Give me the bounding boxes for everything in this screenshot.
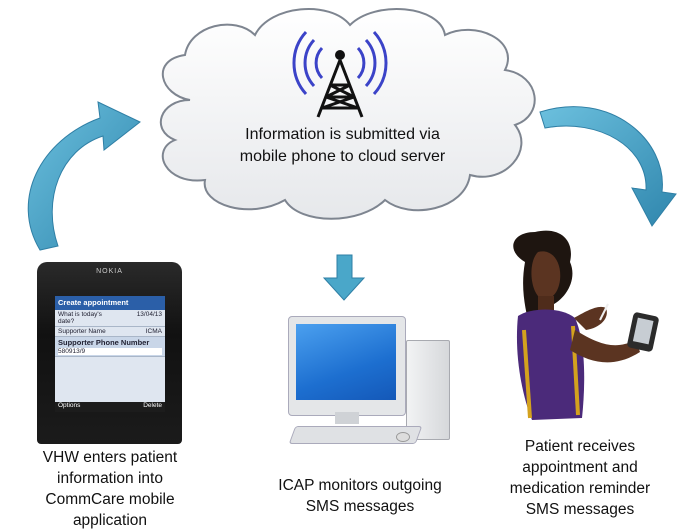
phone-field-label: Supporter Phone Number (58, 338, 150, 347)
antenna-icon (292, 30, 388, 118)
monitor-screen (296, 324, 396, 400)
cloud-label-line: mobile phone to cloud server (239, 148, 446, 165)
caption-line: ICAP monitors outgoing (278, 477, 442, 494)
caption-right: Patient receives appointment and medicat… (490, 436, 670, 520)
phone-softkeys: Options Delete (55, 402, 165, 412)
phone-icon: NOKIA Create appointment What is today's… (37, 262, 182, 444)
caption-center: ICAP monitors outgoing SMS messages (265, 475, 455, 517)
mouse (396, 432, 410, 442)
cloud-icon (159, 8, 536, 220)
monitor-stand (335, 412, 359, 424)
patient-icon (513, 230, 659, 420)
caption-left: VHW enters patient information into Comm… (20, 447, 200, 531)
phone-field: Supporter Phone Number 580913/9 (55, 337, 165, 357)
caption-line: VHW enters patient (42, 449, 178, 466)
computer-tower (406, 340, 450, 440)
cloud-label: Information is submitted via mobile phon… (205, 124, 480, 168)
phone-field: Supporter Name ICMA (55, 327, 165, 337)
options-softkey: Options (58, 402, 81, 409)
curved-arrow-icon (27, 101, 141, 251)
cloud-label-line: Information is submitted via (245, 126, 440, 143)
phone-field: What is today's date? 13/04/13 (55, 310, 165, 327)
phone-screen-title: Create appointment (55, 296, 165, 310)
phone-field-label: Supporter Name (58, 328, 106, 335)
caption-line: SMS messages (525, 501, 635, 518)
delete-softkey: Delete (143, 402, 162, 409)
phone-field-value: ICMA (145, 328, 162, 335)
caption-line: Patient receives (524, 438, 636, 455)
caption-line: medication reminder (509, 480, 651, 497)
curved-arrow-icon (539, 106, 677, 227)
caption-line: SMS messages (305, 498, 415, 515)
phone-screen: Create appointment What is today's date?… (55, 296, 165, 412)
phone-field-label: What is today's date? (58, 311, 102, 325)
caption-line: information into (57, 470, 163, 487)
caption-line: appointment and (522, 459, 638, 476)
down-arrow-icon (322, 254, 366, 301)
monitor (288, 316, 406, 416)
caption-line: CommCare mobile (45, 491, 175, 508)
phone-brand: NOKIA (96, 268, 123, 275)
phone-field-value: 13/04/13 (136, 311, 162, 318)
phone-field-value: 580913/9 (58, 348, 162, 355)
caption-line: application (72, 512, 148, 529)
